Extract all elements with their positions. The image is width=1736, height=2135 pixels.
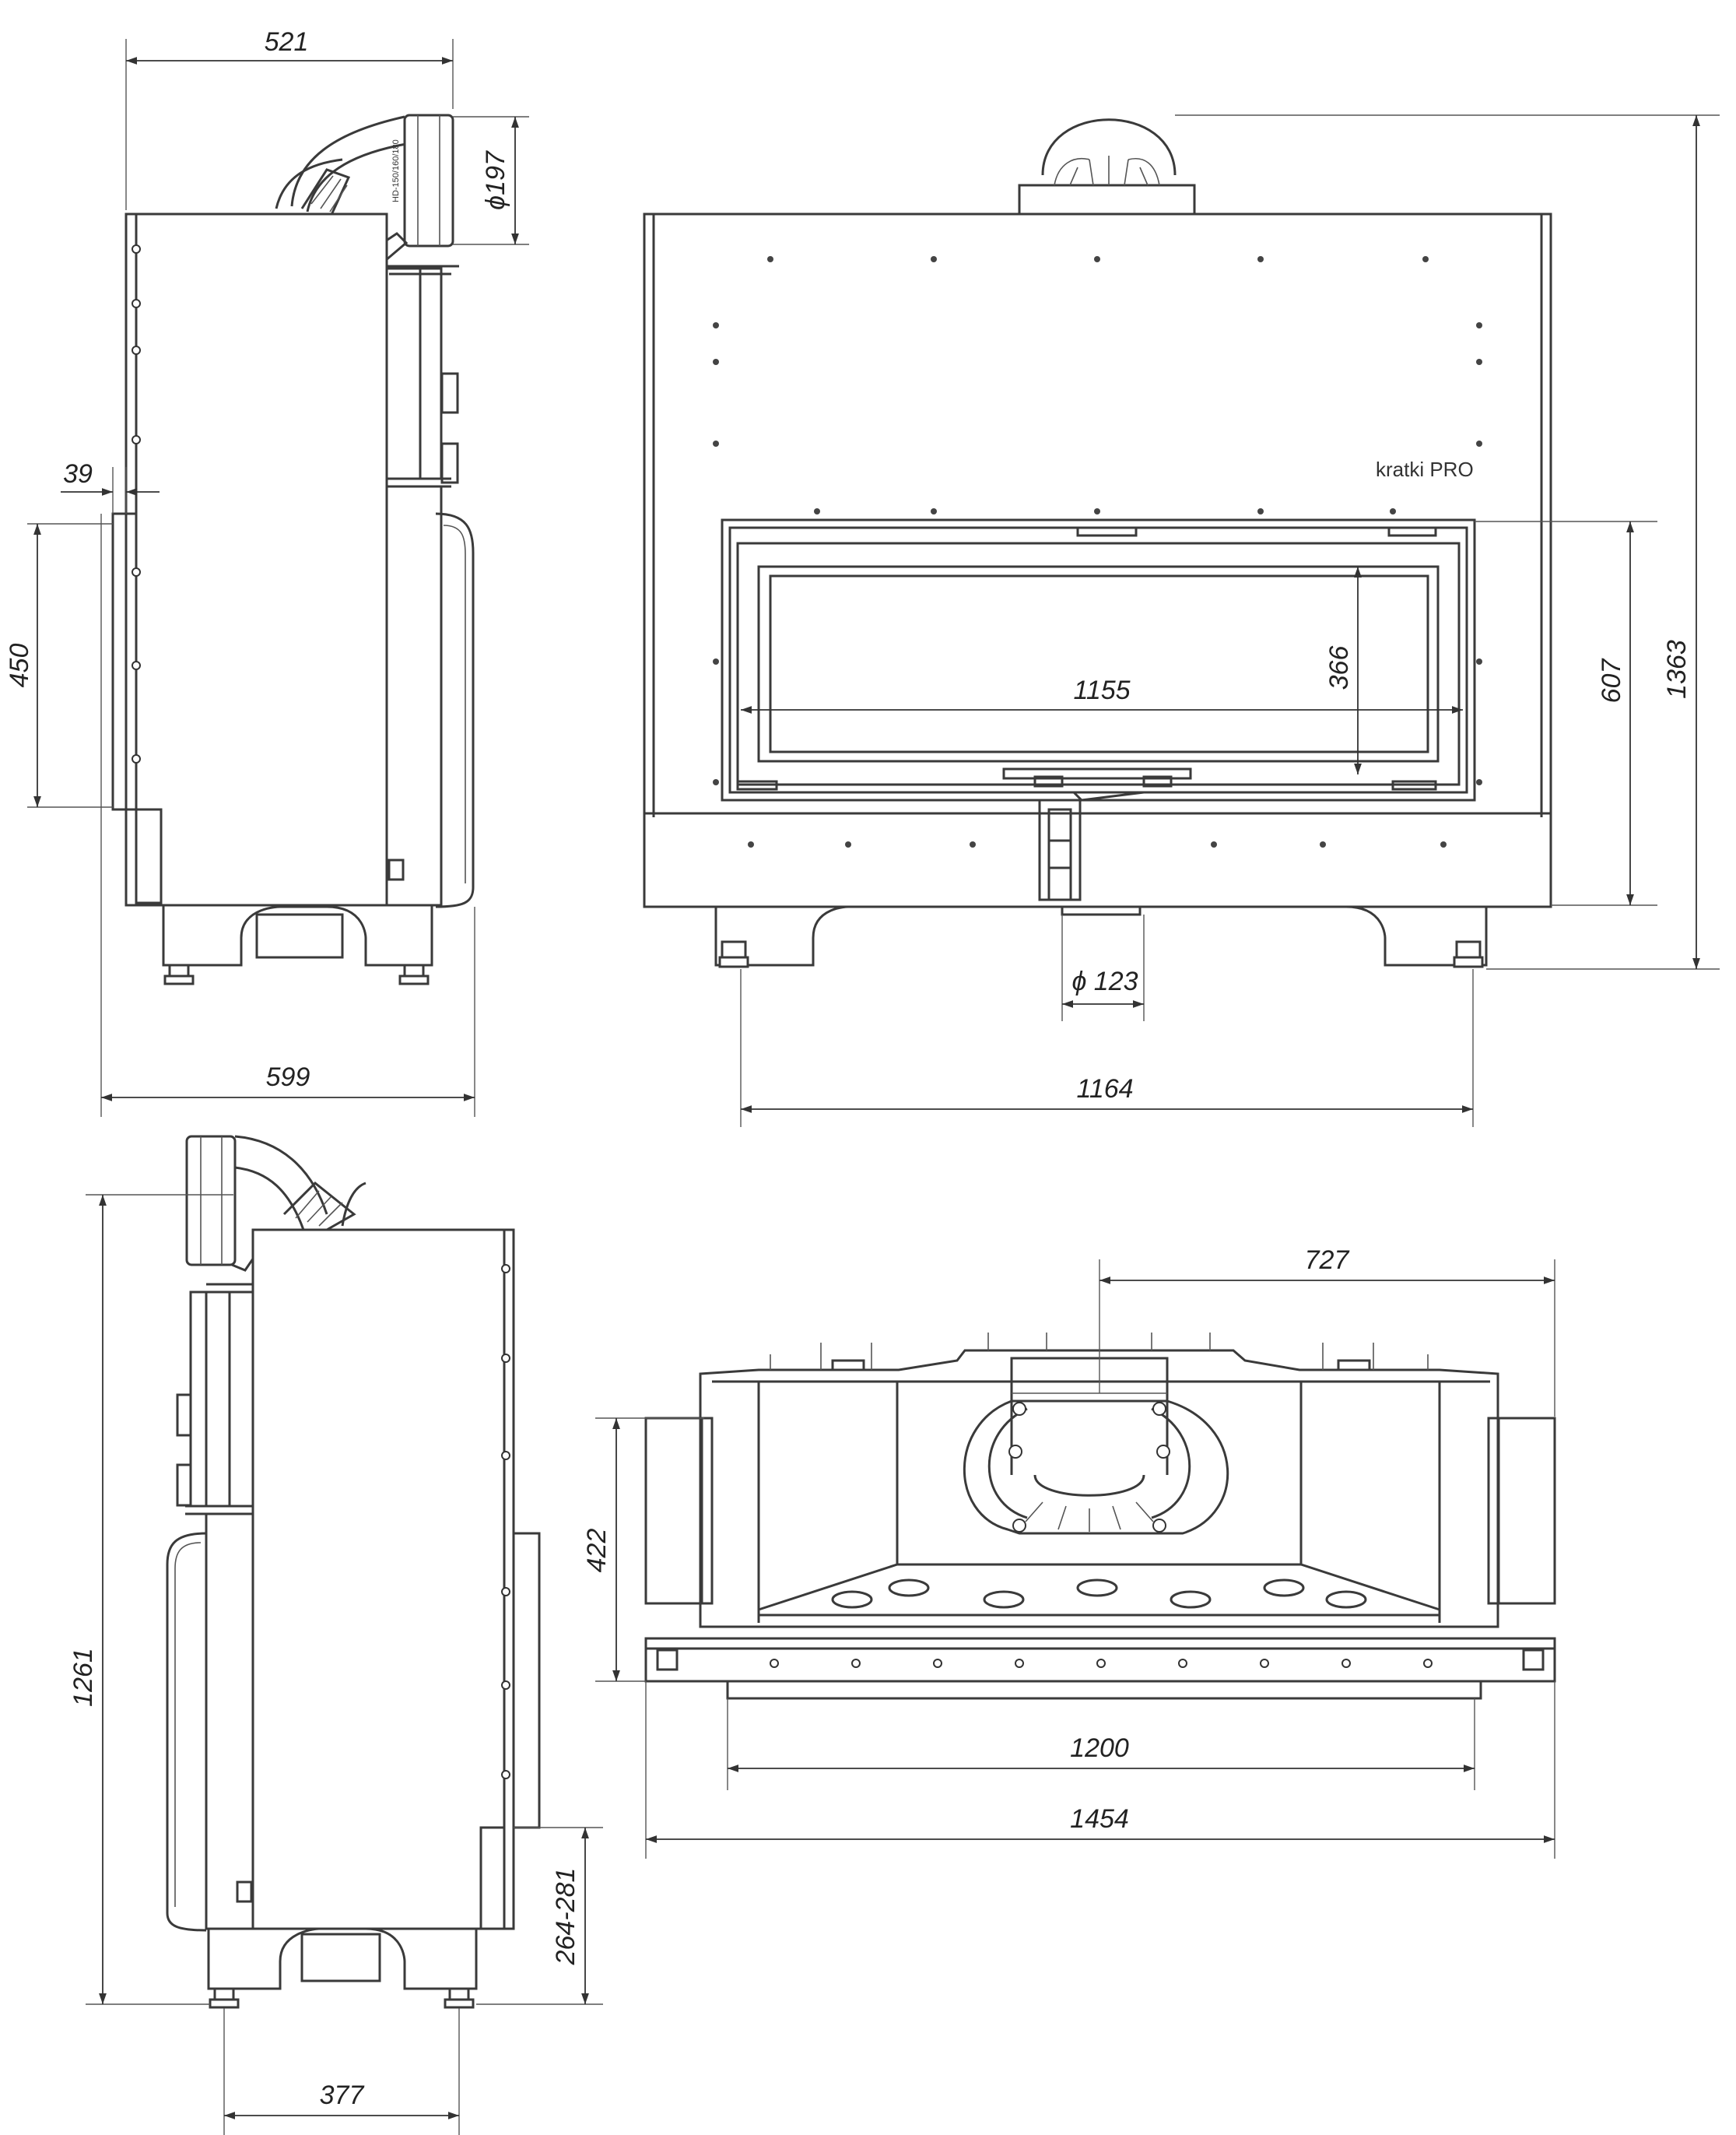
side-view-left-dimensions: 1261 264-281 377 (68, 1194, 603, 2135)
dim-door-height-side: 450 (5, 644, 34, 688)
dim-glass-height: 366 (1324, 646, 1354, 690)
side-view-left (166, 1135, 541, 2009)
dim-door-height-front: 607 (1597, 658, 1626, 704)
brand-logo: kratki PRO (1376, 458, 1474, 481)
dim-total-width: 1454 (1070, 1804, 1129, 1834)
top-view-dimensions: 727 422 1200 1454 (582, 1245, 1555, 1859)
dim-air-inlet-diameter: ϕ 123 (1071, 967, 1138, 996)
top-view (644, 1333, 1556, 1700)
dim-total-height-front: 1363 (1662, 640, 1692, 699)
dim-flue-offset-top: 727 (1305, 1245, 1350, 1275)
dim-feet-spacing-front: 1164 (1076, 1074, 1133, 1104)
outlet-label: HD-150/160/180 (391, 139, 401, 202)
dim-side-base-width: 599 (266, 1062, 310, 1092)
dim-feet-spacing-side: 377 (320, 2081, 365, 2110)
dim-glass-width: 1155 (1073, 676, 1130, 705)
dim-inner-width: 1200 (1070, 1733, 1129, 1763)
dim-flue-diameter: ϕ197 (481, 150, 510, 210)
side-view-right-dimensions: 521 ϕ197 39 450 599 (5, 27, 529, 1117)
dim-offset: 39 (63, 459, 93, 489)
side-view-right: HD-150/160/180 (111, 114, 475, 985)
dim-top-depth: 422 (582, 1529, 612, 1573)
dim-foot-height-range: 264-281 (551, 1868, 580, 1966)
dim-side-top-width: 521 (265, 27, 309, 57)
dim-side-height: 1261 (68, 1648, 98, 1707)
front-view: kratki PRO (643, 118, 1552, 968)
front-view-dimensions: 1155 366 607 1363 ϕ 123 1164 (740, 114, 1720, 1127)
